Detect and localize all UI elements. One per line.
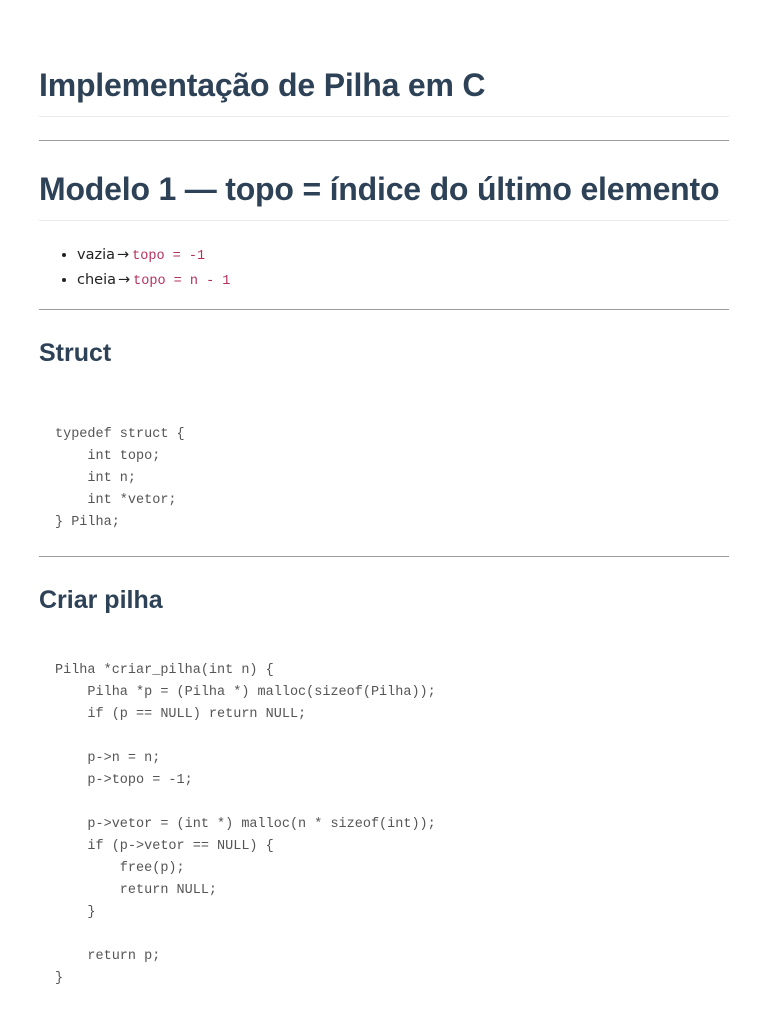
bullet-label: cheia xyxy=(77,272,116,288)
inline-code: topo = -1 xyxy=(132,249,206,264)
section-heading-modelo-1: Modelo 1 — topo = índice do último eleme… xyxy=(39,171,720,207)
list-item: vazia→topo = -1 xyxy=(77,243,729,268)
list-item: cheia→topo = n - 1 xyxy=(77,268,729,293)
page-title: Implementação de Pilha em C xyxy=(39,67,486,103)
horizontal-rule xyxy=(39,309,729,310)
horizontal-rule xyxy=(39,556,729,557)
bullet-label: vazia xyxy=(77,247,115,263)
struct-code-block: typedef struct { int topo; int n; int *v… xyxy=(55,427,185,530)
inline-code: topo = n - 1 xyxy=(133,274,231,289)
struct-heading: Struct xyxy=(39,339,112,367)
title-block: Implementação de Pilha em C xyxy=(39,0,729,117)
arrow-icon: → xyxy=(118,272,131,288)
horizontal-rule xyxy=(39,140,729,141)
criar-pilha-heading: Criar pilha xyxy=(39,586,163,614)
criar-pilha-code-block: Pilha *criar_pilha(int n) { Pilha *p = (… xyxy=(55,663,436,986)
section-heading-block: Modelo 1 — topo = índice do último eleme… xyxy=(39,168,729,221)
bullet-list: vazia→topo = -1 cheia→topo = n - 1 xyxy=(39,243,729,293)
arrow-icon: → xyxy=(117,247,130,263)
